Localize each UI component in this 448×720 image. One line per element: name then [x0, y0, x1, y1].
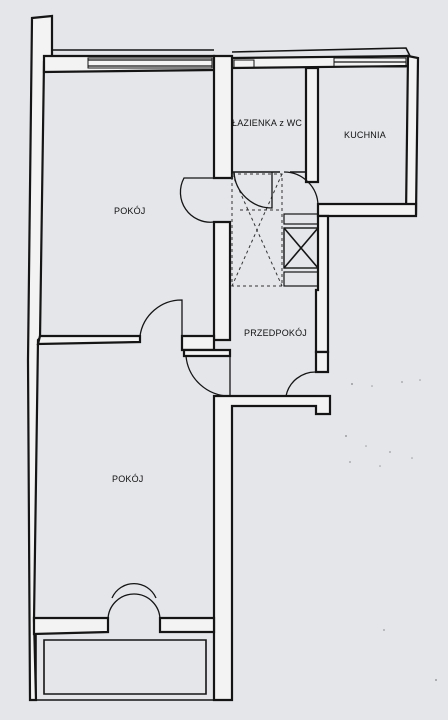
door-room-top: [179, 177, 215, 223]
label-kitchen: KUCHNIA: [344, 130, 386, 140]
window-kitchen: [333, 57, 407, 68]
label-bathroom: ŁAZIENKA z WC: [232, 118, 302, 128]
label-room-top: POKÓJ: [114, 206, 146, 216]
window-bathroom: [233, 59, 255, 69]
door-room-bottom: [185, 355, 231, 397]
door-bathroom: [233, 171, 273, 209]
door-balcony-frame: [111, 582, 157, 599]
door-kitchen: [283, 171, 319, 207]
label-room-bottom: POKÓJ: [112, 474, 144, 484]
door-room-between: [139, 299, 183, 337]
corridor-dashed-zone: [231, 173, 283, 287]
label-hallway: PRZEDPOKÓJ: [244, 328, 307, 338]
hall-right-wall: [314, 350, 330, 374]
vent-shaft: [283, 213, 319, 287]
door-entrance: [285, 371, 317, 397]
scan-specks: [345, 379, 437, 681]
balcony-inner: [43, 639, 207, 695]
door-balcony: [107, 593, 161, 632]
window-top-left: [87, 57, 213, 69]
kitchen-bottom-wall: [316, 202, 418, 218]
balcony-outline: [35, 634, 233, 701]
kitchen-right-wall: [404, 54, 420, 216]
wall-between-rooms-right: [180, 334, 216, 352]
hall-left-lower: [182, 348, 232, 358]
bottom-wall-right: [158, 616, 216, 634]
partition-room-bath: [212, 54, 234, 180]
partition-room-hall: [212, 220, 232, 342]
partition-bath-kitchen: [304, 66, 320, 184]
bottom-wall: [32, 616, 110, 636]
top-parapet: [52, 47, 411, 57]
wall-between-rooms: [36, 334, 142, 346]
